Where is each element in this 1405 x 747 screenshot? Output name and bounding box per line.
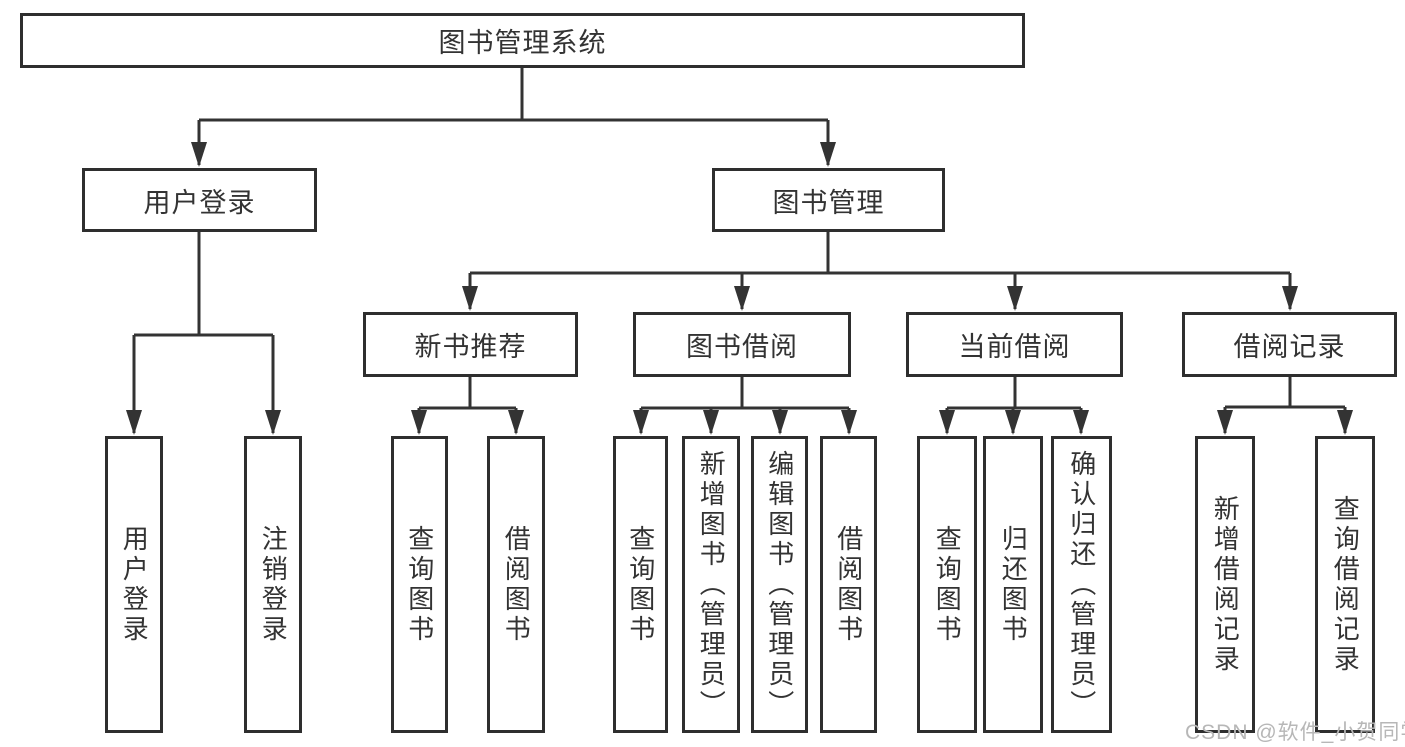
leaf-user-login: 用户登录 [105,436,163,733]
node-user-login-label: 用户登录 [143,187,256,218]
leaf-return-book-label: 归还图书 [998,524,1029,645]
leaf-query-books-1-label: 查询图书 [404,524,435,645]
leaf-logout-label: 注销登录 [258,524,289,645]
node-current-borrow: 当前借阅 [906,312,1123,377]
leaf-query-books-3-label: 查询图书 [932,524,963,645]
leaf-query-borrow-record: 查询借阅记录 [1315,436,1375,733]
node-root: 图书管理系统 [20,13,1025,68]
node-book-management: 图书管理 [712,168,945,232]
leaf-query-books-2-label: 查询图书 [625,524,656,645]
leaf-borrow-books-1-label: 借阅图书 [501,524,532,645]
node-current-borrow-label: 当前借阅 [958,332,1071,362]
leaf-edit-book-admin-label: 编辑图书（管理员） [764,449,795,720]
leaf-add-book-admin: 新增图书（管理员） [682,436,740,733]
node-book-borrow: 图书借阅 [633,312,851,377]
leaf-confirm-return-admin: 确认归还（管理员） [1051,436,1112,733]
node-borrow-records: 借阅记录 [1182,312,1397,377]
node-new-book-recommend-label: 新书推荐 [414,332,527,362]
leaf-borrow-books-2-label: 借阅图书 [833,524,864,645]
node-root-label: 图书管理系统 [438,28,607,58]
leaf-borrow-books-1: 借阅图书 [487,436,545,733]
leaf-confirm-return-admin-label: 确认归还（管理员） [1066,449,1097,720]
leaf-edit-book-admin: 编辑图书（管理员） [751,436,808,733]
leaf-add-borrow-record: 新增借阅记录 [1195,436,1255,733]
leaf-query-borrow-record-label: 查询借阅记录 [1330,494,1361,675]
leaf-borrow-books-2: 借阅图书 [820,436,877,733]
leaf-logout: 注销登录 [244,436,302,733]
leaf-add-borrow-record-label: 新增借阅记录 [1210,494,1241,675]
leaf-user-login-label: 用户登录 [119,524,150,645]
node-new-book-recommend: 新书推荐 [363,312,578,377]
node-user-login: 用户登录 [82,168,317,232]
leaf-query-books-3: 查询图书 [917,436,977,733]
node-book-management-label: 图书管理 [772,187,885,218]
node-book-borrow-label: 图书借阅 [686,332,798,362]
leaf-return-book: 归还图书 [983,436,1043,733]
leaf-add-book-admin-label: 新增图书（管理员） [696,449,727,720]
leaf-query-books-2: 查询图书 [613,436,668,733]
node-borrow-records-label: 借阅记录 [1233,332,1346,362]
leaf-query-books-1: 查询图书 [391,436,448,733]
watermark-text: CSDN @软件_小贺同学 [1185,721,1405,744]
